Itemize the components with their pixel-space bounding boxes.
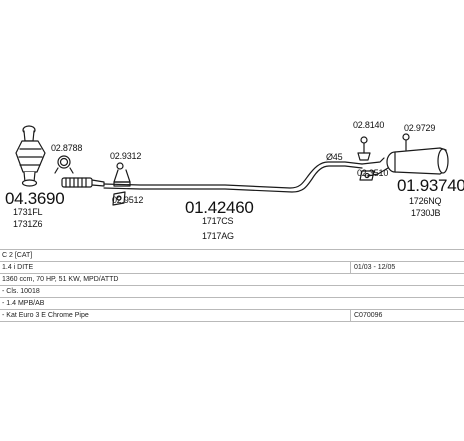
middle-pipe-part[interactable] xyxy=(103,161,363,193)
exhaust-drawing xyxy=(15,125,449,206)
spec-row: - Cls. 10018 xyxy=(0,286,464,298)
spec-row: C 2 [CAT] xyxy=(0,249,464,262)
vehicle-spec-table: C 2 [CAT] 1.4 i DITE 01/03 - 12/05 1360 … xyxy=(0,249,464,322)
rear-silencer-ref-2: 1730JB xyxy=(411,208,441,218)
rear-hanger-part[interactable] xyxy=(402,133,410,151)
mid-hanger-lower-part[interactable] xyxy=(112,191,126,206)
catalytic-converter-part[interactable] xyxy=(15,125,46,187)
mid-hanger-upper-code: 02.9312 xyxy=(110,151,142,161)
clamp-ring-part[interactable] xyxy=(54,155,74,174)
cat-ref-1: 1731FL xyxy=(13,207,43,217)
spec-row-text: - Kat Euro 3 E Chrome Pipe xyxy=(2,312,89,319)
rear-hanger-code: 02.9729 xyxy=(404,123,436,133)
clamp-part-code: 02.8788 xyxy=(51,143,83,153)
spec-row-text: - 1.4 MPB/AB xyxy=(2,300,45,307)
mid-pipe-ref-2: 1717AG xyxy=(202,231,234,241)
diameter-mark: Ø45 xyxy=(326,152,343,162)
spec-row: - 1.4 MPB/AB xyxy=(0,298,464,310)
mid-pipe-ref-1: 1717CS xyxy=(202,216,234,226)
column-divider xyxy=(350,262,351,273)
rear-silencer-ref-1: 1726NQ xyxy=(409,196,442,206)
flex-pipe-part[interactable] xyxy=(61,177,105,188)
rear-bracket-mid-code: 02.3510 xyxy=(357,168,389,178)
cat-ref-2: 1731Z6 xyxy=(13,219,43,229)
spec-row-text: - Cls. 10018 xyxy=(2,288,40,295)
exhaust-parts-diagram: 04.3690 1731FL 1731Z6 02.8788 02.9312 02… xyxy=(5,120,464,241)
spec-row: 1360 ccm, 70 HP, 51 KW, MPD/ATTD xyxy=(0,274,464,286)
cat-part-code: 04.3690 xyxy=(5,189,65,208)
column-divider xyxy=(350,310,351,321)
rear-bracket-upper-code: 02.8140 xyxy=(353,120,385,130)
mid-hanger-lower-code: 02.9512 xyxy=(112,195,144,205)
rear-silencer-code: 01.93740 xyxy=(397,176,464,195)
spec-row: 1.4 i DITE 01/03 - 12/05 xyxy=(0,262,464,274)
rear-silencer-part[interactable] xyxy=(361,147,449,177)
spec-row-kit-code: C070096 xyxy=(354,312,383,319)
rear-bracket-upper-part[interactable] xyxy=(357,136,371,161)
spec-row-text: 1360 ccm, 70 HP, 51 KW, MPD/ATTD xyxy=(2,276,119,283)
spec-row: - Kat Euro 3 E Chrome Pipe C070096 xyxy=(0,310,464,322)
spec-row-date-range: 01/03 - 12/05 xyxy=(354,264,396,271)
mid-hanger-upper-part[interactable] xyxy=(113,162,131,187)
spec-row-text: 1.4 i DITE xyxy=(2,264,34,271)
mid-pipe-code: 01.42460 xyxy=(185,198,254,217)
spec-row-text: C 2 [CAT] xyxy=(2,252,33,259)
